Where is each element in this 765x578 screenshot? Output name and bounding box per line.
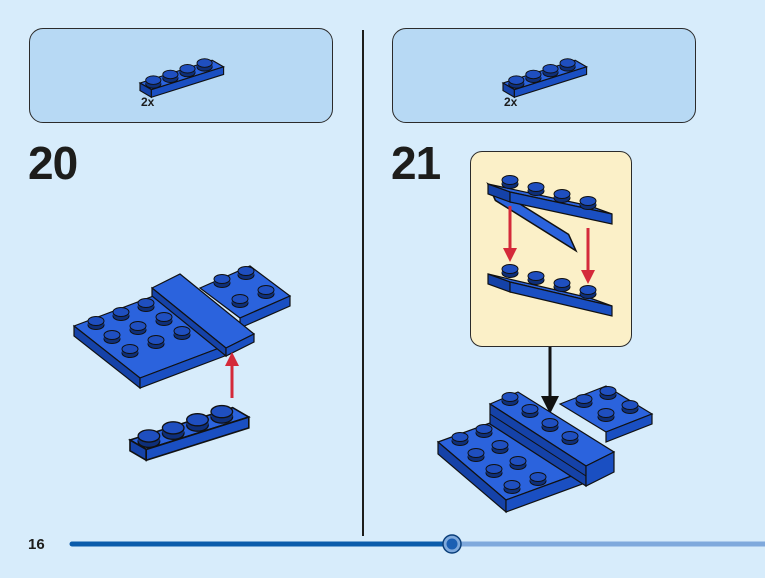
red-arrow-icon: [503, 206, 595, 284]
callout-top-plate-studs: [487, 175, 613, 225]
page-number: 16: [28, 536, 45, 553]
progress-bar: [69, 534, 765, 554]
step-number-21: 21: [391, 137, 441, 189]
step-20-loose-plate: [130, 406, 249, 461]
black-arrow-icon: [541, 347, 559, 414]
callout-bottom-plate: [487, 264, 613, 317]
blue-plate-icon: [503, 59, 587, 97]
parts-qty-step-21: 2x: [504, 95, 518, 109]
parts-qty-step-20: 2x: [141, 95, 155, 109]
step-21-model: [436, 385, 654, 514]
step-divider: [362, 30, 364, 536]
blue-plate-icon: [140, 59, 224, 97]
step-20-model: [72, 265, 292, 390]
step-number-20: 20: [28, 137, 78, 189]
red-arrow-icon: [225, 352, 239, 398]
